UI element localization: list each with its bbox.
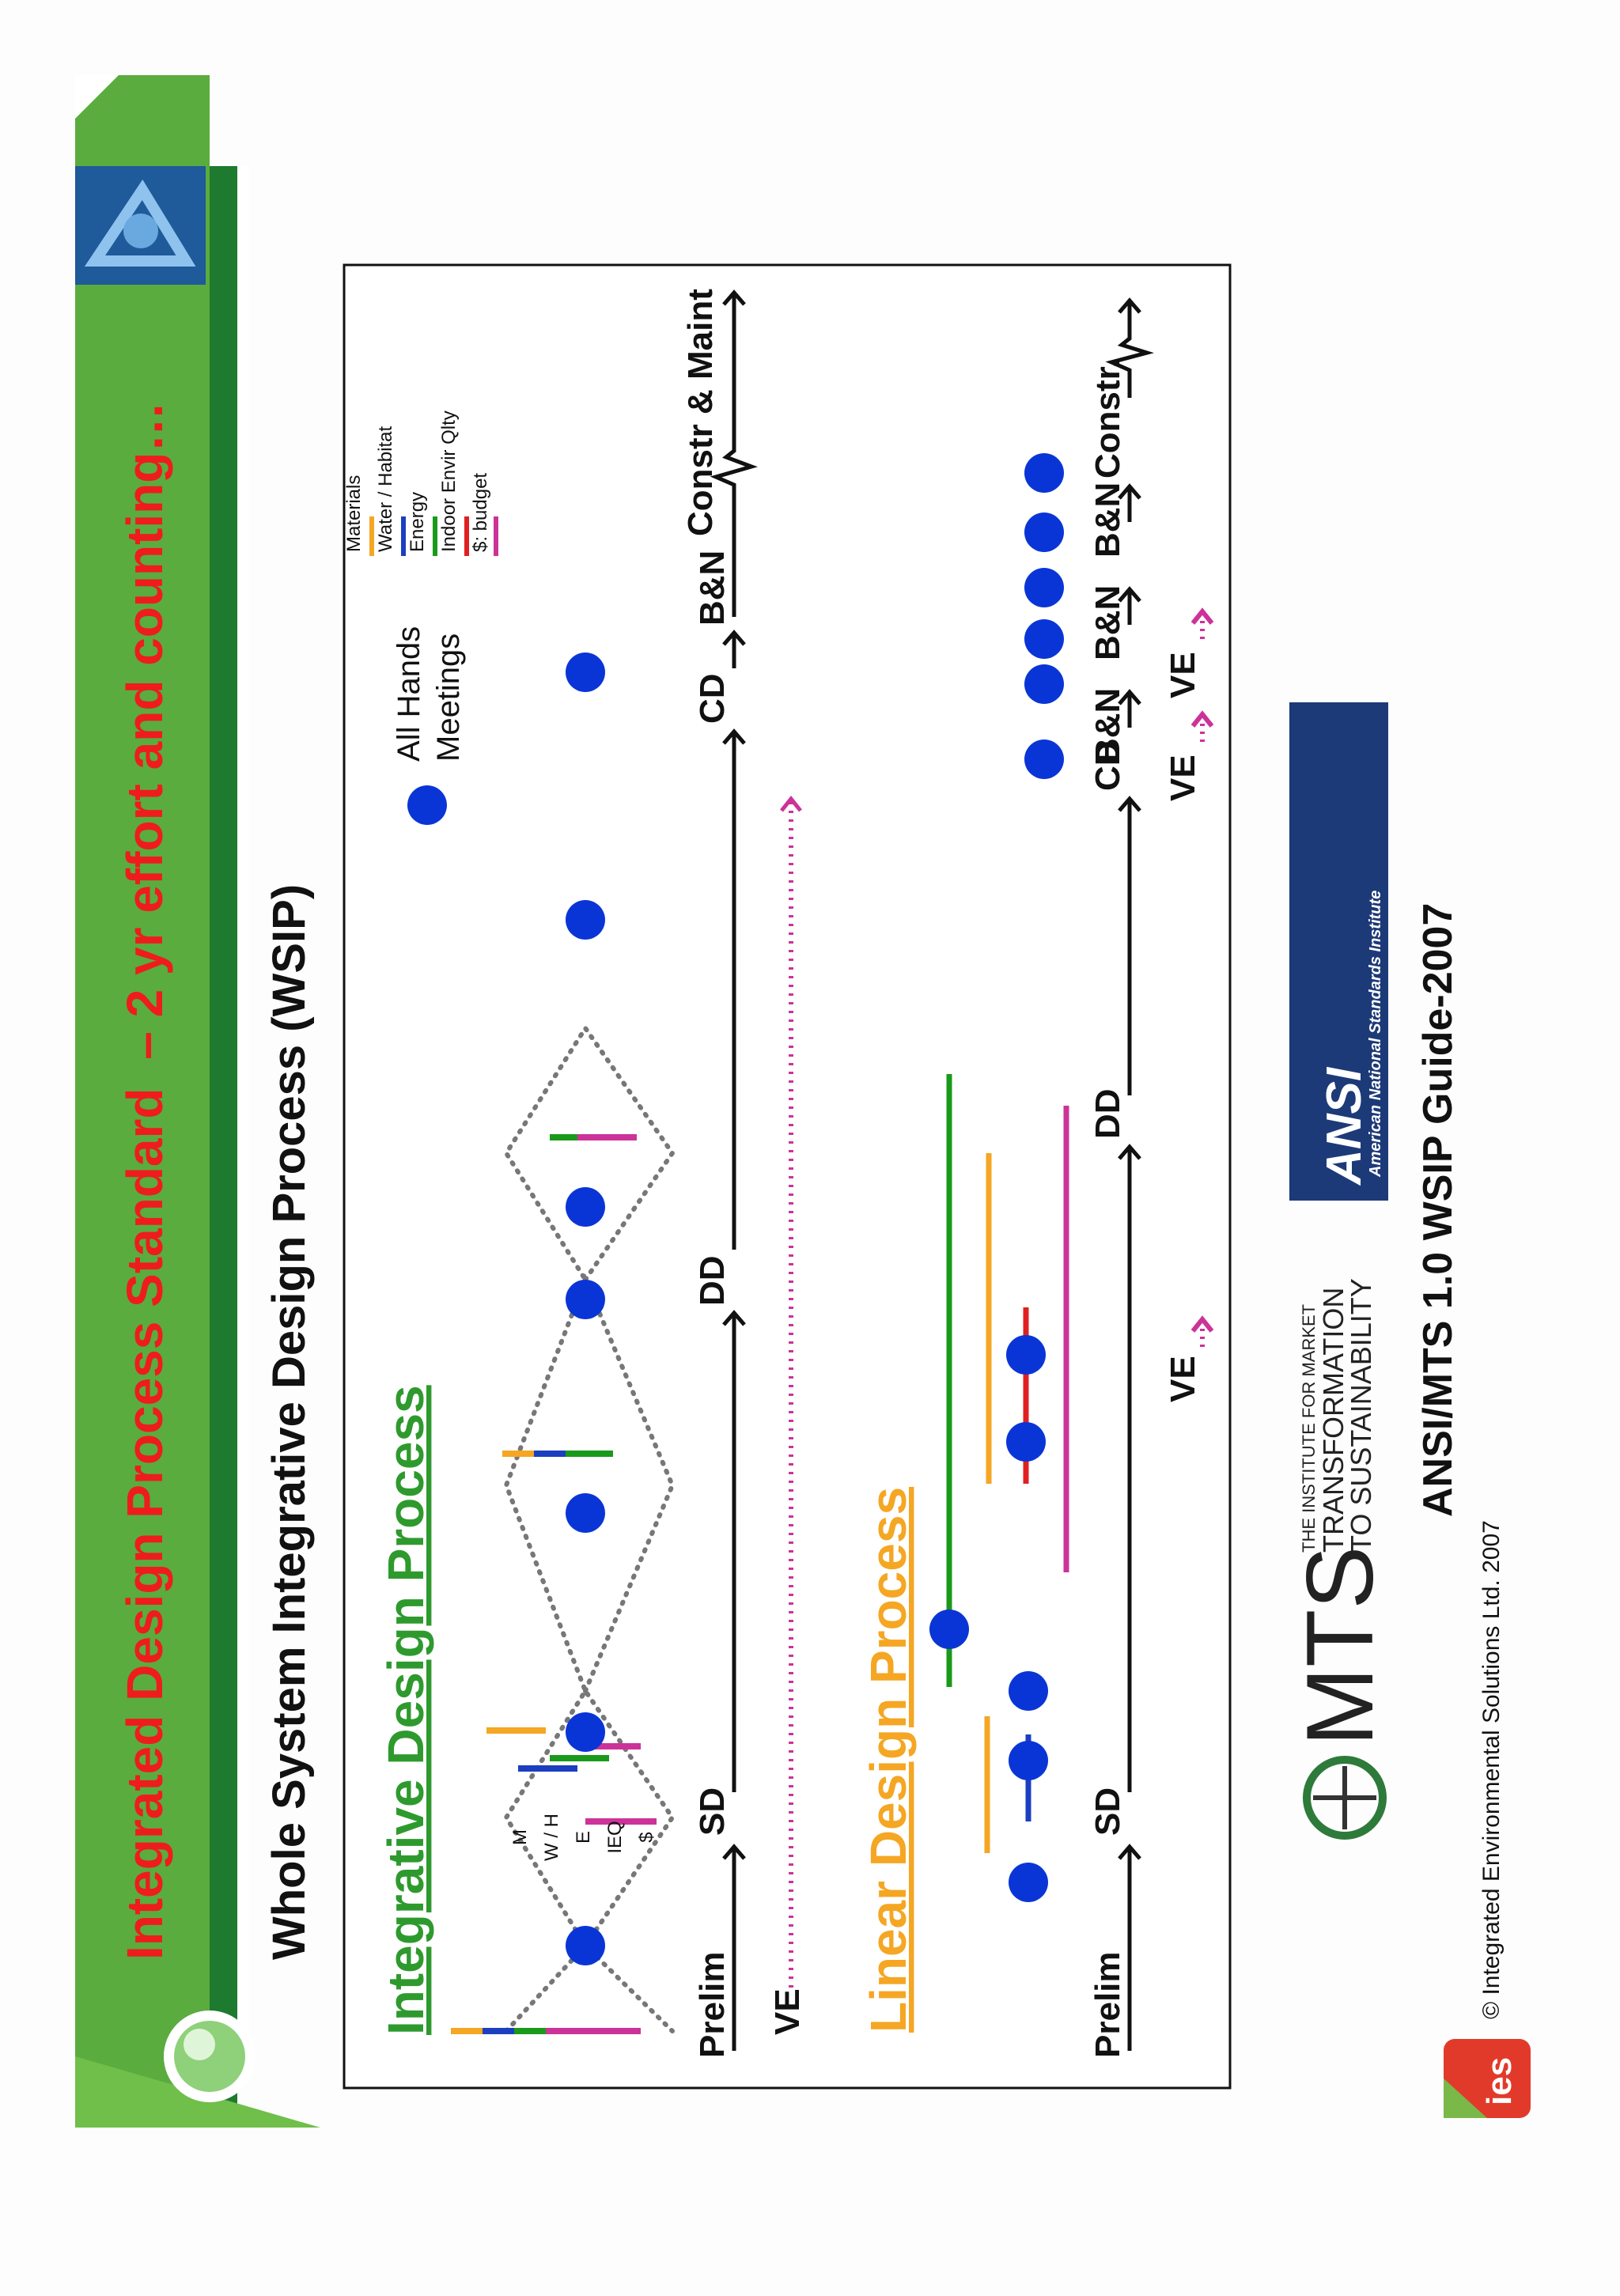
legend-bars — [369, 516, 498, 556]
title-main: Integrated Design Process Standard — [116, 1087, 173, 1960]
svg-text:E: E — [573, 1831, 594, 1844]
ve-label: VE — [768, 1988, 807, 2035]
svg-text:THE INSTITUTE FOR MARKET: THE INSTITUTE FOR MARKET — [1299, 1304, 1319, 1553]
svg-text:B&N: B&N — [693, 550, 732, 626]
svg-text:B&N: B&N — [1088, 688, 1127, 763]
meeting-dot — [1024, 664, 1064, 704]
svg-text:B&N: B&N — [1088, 482, 1127, 558]
footer-title: ANSI/MTS 1.0 WSIP Guide-2007 — [1415, 903, 1461, 1517]
linear-ve-labels: VE VE VE — [1164, 652, 1202, 1402]
band-corner — [75, 75, 119, 119]
svg-text:$: budget: $: budget — [470, 473, 491, 552]
svg-text:SD: SD — [1088, 1787, 1127, 1836]
meeting-dot — [566, 652, 605, 692]
meeting-dot — [1024, 568, 1064, 607]
svg-text:DD: DD — [693, 1255, 732, 1306]
meeting-dot — [1009, 1863, 1048, 1902]
meeting-dot — [566, 1187, 605, 1227]
copyright: © Integrated Environmental Solutions Ltd… — [1478, 1520, 1505, 2019]
svg-text:VE: VE — [1164, 1356, 1202, 1402]
green-band — [75, 75, 210, 2128]
svg-text:IEQ: IEQ — [604, 1821, 626, 1853]
svg-text:Indoor Envir Qlty: Indoor Envir Qlty — [438, 410, 460, 552]
diagram-box — [343, 263, 1232, 2090]
meeting-dot — [1024, 619, 1064, 659]
integrative-bars — [451, 1134, 657, 2034]
svg-text:American National Standards In: American National Standards Institute — [1367, 891, 1384, 1178]
integrative-dots — [566, 652, 605, 1965]
meeting-dot — [1024, 513, 1064, 552]
legend-dot — [407, 785, 447, 825]
mts-logo: MTS THE INSTITUTE FOR MARKET TRANSFORMAT… — [1287, 1278, 1393, 1840]
svg-text:TRANSFORMATION: TRANSFORMATION — [1317, 1288, 1349, 1553]
linear-phases: Prelim SD DD CD B&N B&N B&N Constr. — [1088, 358, 1127, 2058]
stripe-gap — [237, 166, 249, 2056]
orb-highlight — [184, 2029, 215, 2060]
svg-text:Prelim: Prelim — [1088, 1951, 1127, 2058]
svg-text:M: M — [509, 1829, 531, 1845]
svg-text:VE: VE — [1164, 652, 1202, 698]
ansi-logo: ANSI American National Standards Institu… — [1289, 702, 1388, 1201]
meeting-dot — [566, 1712, 605, 1752]
svg-text:MTS: MTS — [1287, 1546, 1393, 1746]
legend-hands-2: Meetings — [431, 634, 466, 762]
meeting-dot — [566, 900, 605, 940]
linear-dots — [929, 453, 1064, 1902]
meeting-dot — [1024, 739, 1064, 779]
title-accent: – 2 yr effort and counting… — [116, 402, 173, 1060]
meeting-dot — [1009, 1741, 1048, 1780]
svg-text:Materials: Materials — [343, 475, 365, 552]
svg-text:CD: CD — [1088, 740, 1127, 791]
svg-text:$: $ — [636, 1832, 657, 1842]
globe-icon — [1303, 1756, 1387, 1840]
hands-icon — [84, 179, 196, 267]
meeting-dot — [566, 1280, 605, 1319]
integrative-timeline — [710, 289, 758, 2051]
svg-text:SD: SD — [693, 1787, 732, 1836]
svg-text:Energy: Energy — [407, 492, 428, 552]
dark-green-stripe — [210, 166, 237, 2128]
diamond-labels: M W / H E IEQ $ — [509, 1814, 657, 1861]
svg-text:B&N: B&N — [1088, 585, 1127, 660]
meeting-dot — [566, 1493, 605, 1533]
svg-text:DD: DD — [1088, 1088, 1127, 1139]
svg-text:CD: CD — [693, 673, 732, 724]
linear-heading: Linear Design Process — [860, 1487, 917, 2033]
svg-text:W / H: W / H — [541, 1814, 562, 1861]
svg-text:ies: ies — [1480, 2057, 1519, 2105]
meeting-dot — [566, 1926, 605, 1965]
legend-categories: Materials Water / Habitat Energy Indoor … — [343, 410, 491, 552]
meeting-dot — [1006, 1422, 1046, 1462]
svg-text:TO SUSTAINABILITY: TO SUSTAINABILITY — [1345, 1278, 1377, 1553]
svg-text:Water / Habitat: Water / Habitat — [375, 426, 396, 552]
svg-text:VE: VE — [1164, 755, 1202, 801]
integrative-phases: Prelim SD DD CD B&N Constr & Maint — [681, 289, 732, 2058]
svg-text:Constr & Maint: Constr & Maint — [681, 289, 720, 536]
meeting-dot — [929, 1609, 969, 1649]
svg-text:Prelim: Prelim — [693, 1951, 732, 2058]
linear-timeline — [1105, 297, 1154, 2051]
legend-hands-1: All Hands — [392, 626, 426, 762]
meeting-dot — [1006, 1335, 1046, 1375]
svg-text:Integrated Design Process Stan: Integrated Design Process Standard – 2 y… — [116, 402, 173, 1960]
integrative-heading: Integrative Design Process — [377, 1385, 434, 2035]
linear-ve-arrows — [1190, 607, 1214, 1347]
svg-text:ANSI: ANSI — [1317, 1066, 1372, 1186]
subtitle: Whole System Integrative Design Process … — [263, 884, 315, 1960]
meeting-dot — [1024, 453, 1064, 493]
meeting-dot — [1009, 1671, 1048, 1711]
rotated-slide: Integrated Design Process Standard – 2 y… — [116, 263, 1531, 2118]
ies-logo: ies — [1444, 2039, 1531, 2118]
svg-text:Constr.: Constr. — [1088, 358, 1127, 478]
